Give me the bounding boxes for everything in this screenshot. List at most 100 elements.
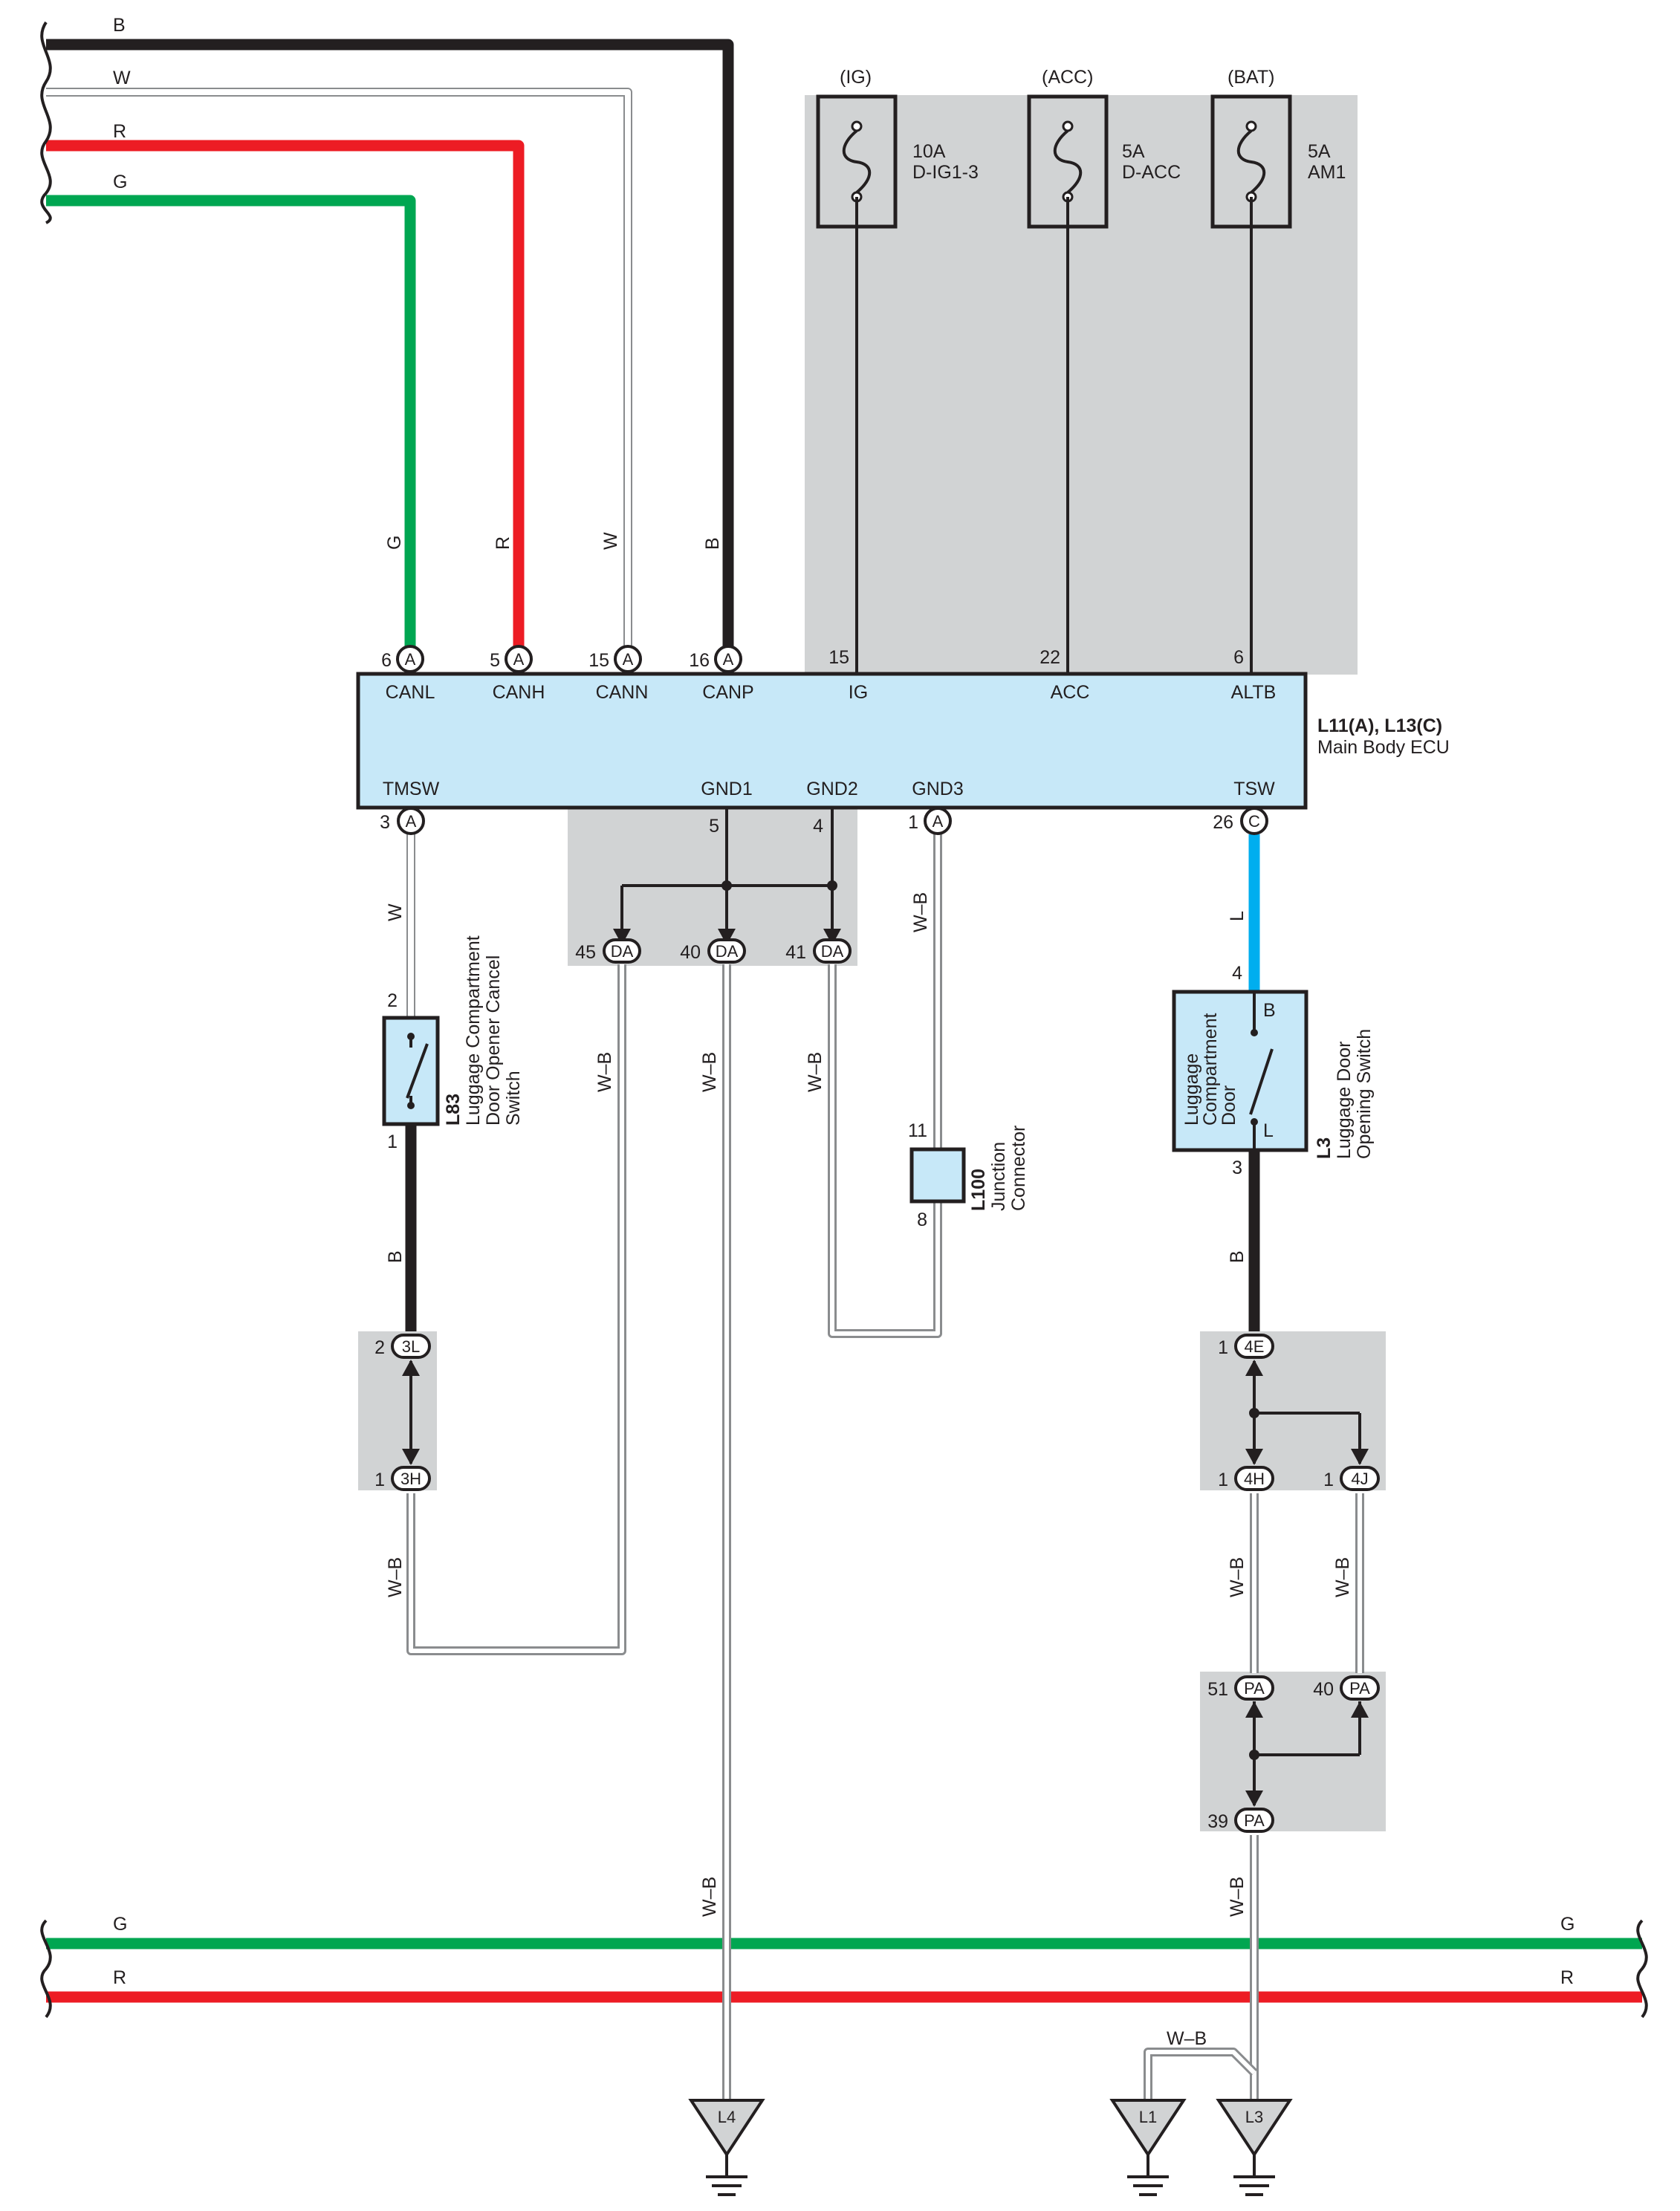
da-40: DA 40 xyxy=(680,929,746,964)
label-cann: CANN xyxy=(596,682,649,703)
label-canh: CANH xyxy=(493,682,545,703)
fuses: (IG) 10A D-IG1-3 (ACC) 5A D-ACC (BAT) xyxy=(816,67,1346,672)
svg-text:3H: 3H xyxy=(400,1470,421,1488)
l83-name-2: Door Opener Cancel xyxy=(483,955,504,1126)
wire-label-tmsw-w: W xyxy=(385,903,406,921)
wire-label-da40-wb: W–B xyxy=(699,1052,720,1092)
ground-l4-icon: L4 xyxy=(688,2099,765,2196)
svg-text:DA: DA xyxy=(821,942,844,961)
svg-text:PA: PA xyxy=(1349,1679,1370,1698)
fuse-acc: (ACC) 5A D-ACC xyxy=(1027,67,1181,672)
fuse-ig-amp: 10A xyxy=(912,141,946,162)
l83-name-3: Switch xyxy=(503,1071,524,1126)
wire-label-4h-wb: W–B xyxy=(1227,1557,1248,1597)
pin-altb: 6 xyxy=(1233,647,1244,668)
bus-top-label-b: B xyxy=(113,15,126,36)
label-tmsw: TMSW xyxy=(383,779,440,799)
fuse-ig: (IG) 10A D-IG1-3 xyxy=(816,67,979,672)
label-ig: IG xyxy=(849,682,868,703)
lower-wires xyxy=(405,808,1364,2100)
l3-inner-3: Door xyxy=(1219,1085,1239,1126)
label-canp: CANP xyxy=(702,682,753,703)
conn-3l-pin: 2 xyxy=(374,1337,385,1358)
ecu-bottom-connectors: A A C xyxy=(397,807,1268,835)
bus-g-wire xyxy=(46,195,416,659)
l3-name-1: Luggage Door xyxy=(1334,1042,1355,1159)
ecu-name: Main Body ECU xyxy=(1317,737,1450,758)
da-41-pin: 41 xyxy=(785,942,806,963)
svg-text:4H: 4H xyxy=(1244,1470,1265,1488)
grounds: L4 L1 L3 xyxy=(688,2099,1293,2196)
l3-term-l: L xyxy=(1263,1120,1274,1141)
bus-top-label-w: W xyxy=(113,68,131,88)
bottom-left-label-r: R xyxy=(113,1967,126,1988)
conn-pa39-pin: 39 xyxy=(1207,1811,1228,1832)
conn-4j: 4J 1 xyxy=(1323,1449,1380,1491)
bottom-bus-labels: G R G R xyxy=(113,1914,1574,1988)
l100-code: L100 xyxy=(968,1169,989,1211)
conn-4e-pin: 1 xyxy=(1218,1337,1228,1358)
conn-4j-pin: 1 xyxy=(1323,1470,1334,1490)
splice-3l-3h-shade xyxy=(358,1331,437,1490)
da-45-pin: 45 xyxy=(575,942,596,963)
ecu-top-labels: CANL CANH CANN CANP IG ACC ALTB xyxy=(386,682,1277,703)
fuse-bat: (BAT) 5A AM1 xyxy=(1210,67,1346,672)
ground-l1-icon: L1 xyxy=(1109,2099,1187,2196)
da-40-pin: 40 xyxy=(680,942,701,963)
pin-acc: 22 xyxy=(1040,647,1060,668)
bottom-bus-left-break xyxy=(40,1919,52,2019)
ecu-top-pins: 6 5 15 16 15 22 6 xyxy=(381,647,1244,671)
wire-label-w: W xyxy=(600,532,621,550)
bottom-left-label-g: G xyxy=(113,1914,127,1935)
conn-tsw: C xyxy=(1248,812,1260,831)
wire-label-pa39-wb: W–B xyxy=(1227,1877,1248,1917)
ecu-top-connectors: A A A A xyxy=(396,645,742,673)
conn-tmsw: A xyxy=(406,812,417,831)
top-bus xyxy=(40,21,734,659)
wire-label-l83-b: B xyxy=(385,1250,406,1263)
conn-cann: A xyxy=(623,650,634,669)
svg-text:DA: DA xyxy=(716,942,739,961)
fuse-acc-amp: 5A xyxy=(1122,141,1145,162)
main-body-ecu: L11(A), L13(C) Main Body ECU A A A A 6 5… xyxy=(356,645,1450,837)
l100-pin-top: 11 xyxy=(908,1120,927,1141)
fuse-bat-name: AM1 xyxy=(1308,162,1346,183)
l83-code: L83 xyxy=(443,1094,464,1126)
pin-ig: 15 xyxy=(828,647,849,668)
fuse-ig-source: (IG) xyxy=(840,67,872,88)
conn-canp: A xyxy=(723,650,734,669)
wire-label-l3-b: B xyxy=(1227,1250,1248,1263)
ground-link-wire-label: W–B xyxy=(1167,2028,1207,2049)
wire-label-g: G xyxy=(384,536,405,550)
wire-label-gnd3-wb: W–B xyxy=(910,892,931,932)
conn-4e: 4E 1 xyxy=(1218,1334,1274,1376)
l3-term-b: B xyxy=(1263,1000,1276,1021)
fuse-bat-amp: 5A xyxy=(1308,141,1331,162)
pin-cann: 15 xyxy=(588,650,609,671)
ecu-bottom-labels: TMSW GND1 GND2 GND3 TSW xyxy=(383,779,1275,799)
lower-wire-labels: W W–B W–B W–B W–B L B B W–B W–B W–B W–B … xyxy=(385,892,1353,2049)
l3-code: L3 xyxy=(1314,1137,1334,1159)
svg-text:PA: PA xyxy=(1244,1811,1265,1830)
pin-gnd2: 4 xyxy=(813,816,823,837)
pin-canl: 6 xyxy=(381,650,392,671)
label-gnd3: GND3 xyxy=(912,779,963,799)
conn-gnd3: A xyxy=(933,812,944,831)
conn-pa40-pin: 40 xyxy=(1313,1679,1334,1700)
conn-3h: 3H 1 xyxy=(374,1449,431,1491)
l3-pin-bottom: 3 xyxy=(1232,1158,1242,1178)
l3-inner-1: Luggage xyxy=(1181,1053,1202,1126)
da-connectors: DA 45 DA 40 DA 41 xyxy=(575,929,852,964)
conn-pa51: PA 51 xyxy=(1207,1675,1274,1718)
wire-label-4j-wb: W–B xyxy=(1332,1557,1353,1597)
switch-l3: 4 B L Luggage Compartment Door 3 L3 Lugg… xyxy=(1172,963,1375,1178)
svg-text:PA: PA xyxy=(1244,1679,1265,1698)
pin-canh: 5 xyxy=(490,650,500,671)
conn-3h-pin: 1 xyxy=(374,1470,385,1490)
fuse-acc-source: (ACC) xyxy=(1042,67,1093,88)
wire-label-da45-wb: W–B xyxy=(594,1052,615,1092)
wire-label-r: R xyxy=(493,536,513,550)
label-altb: ALTB xyxy=(1231,682,1277,703)
wire-label-b: B xyxy=(702,537,723,550)
wire-label-3h-wb: W–B xyxy=(385,1557,406,1597)
